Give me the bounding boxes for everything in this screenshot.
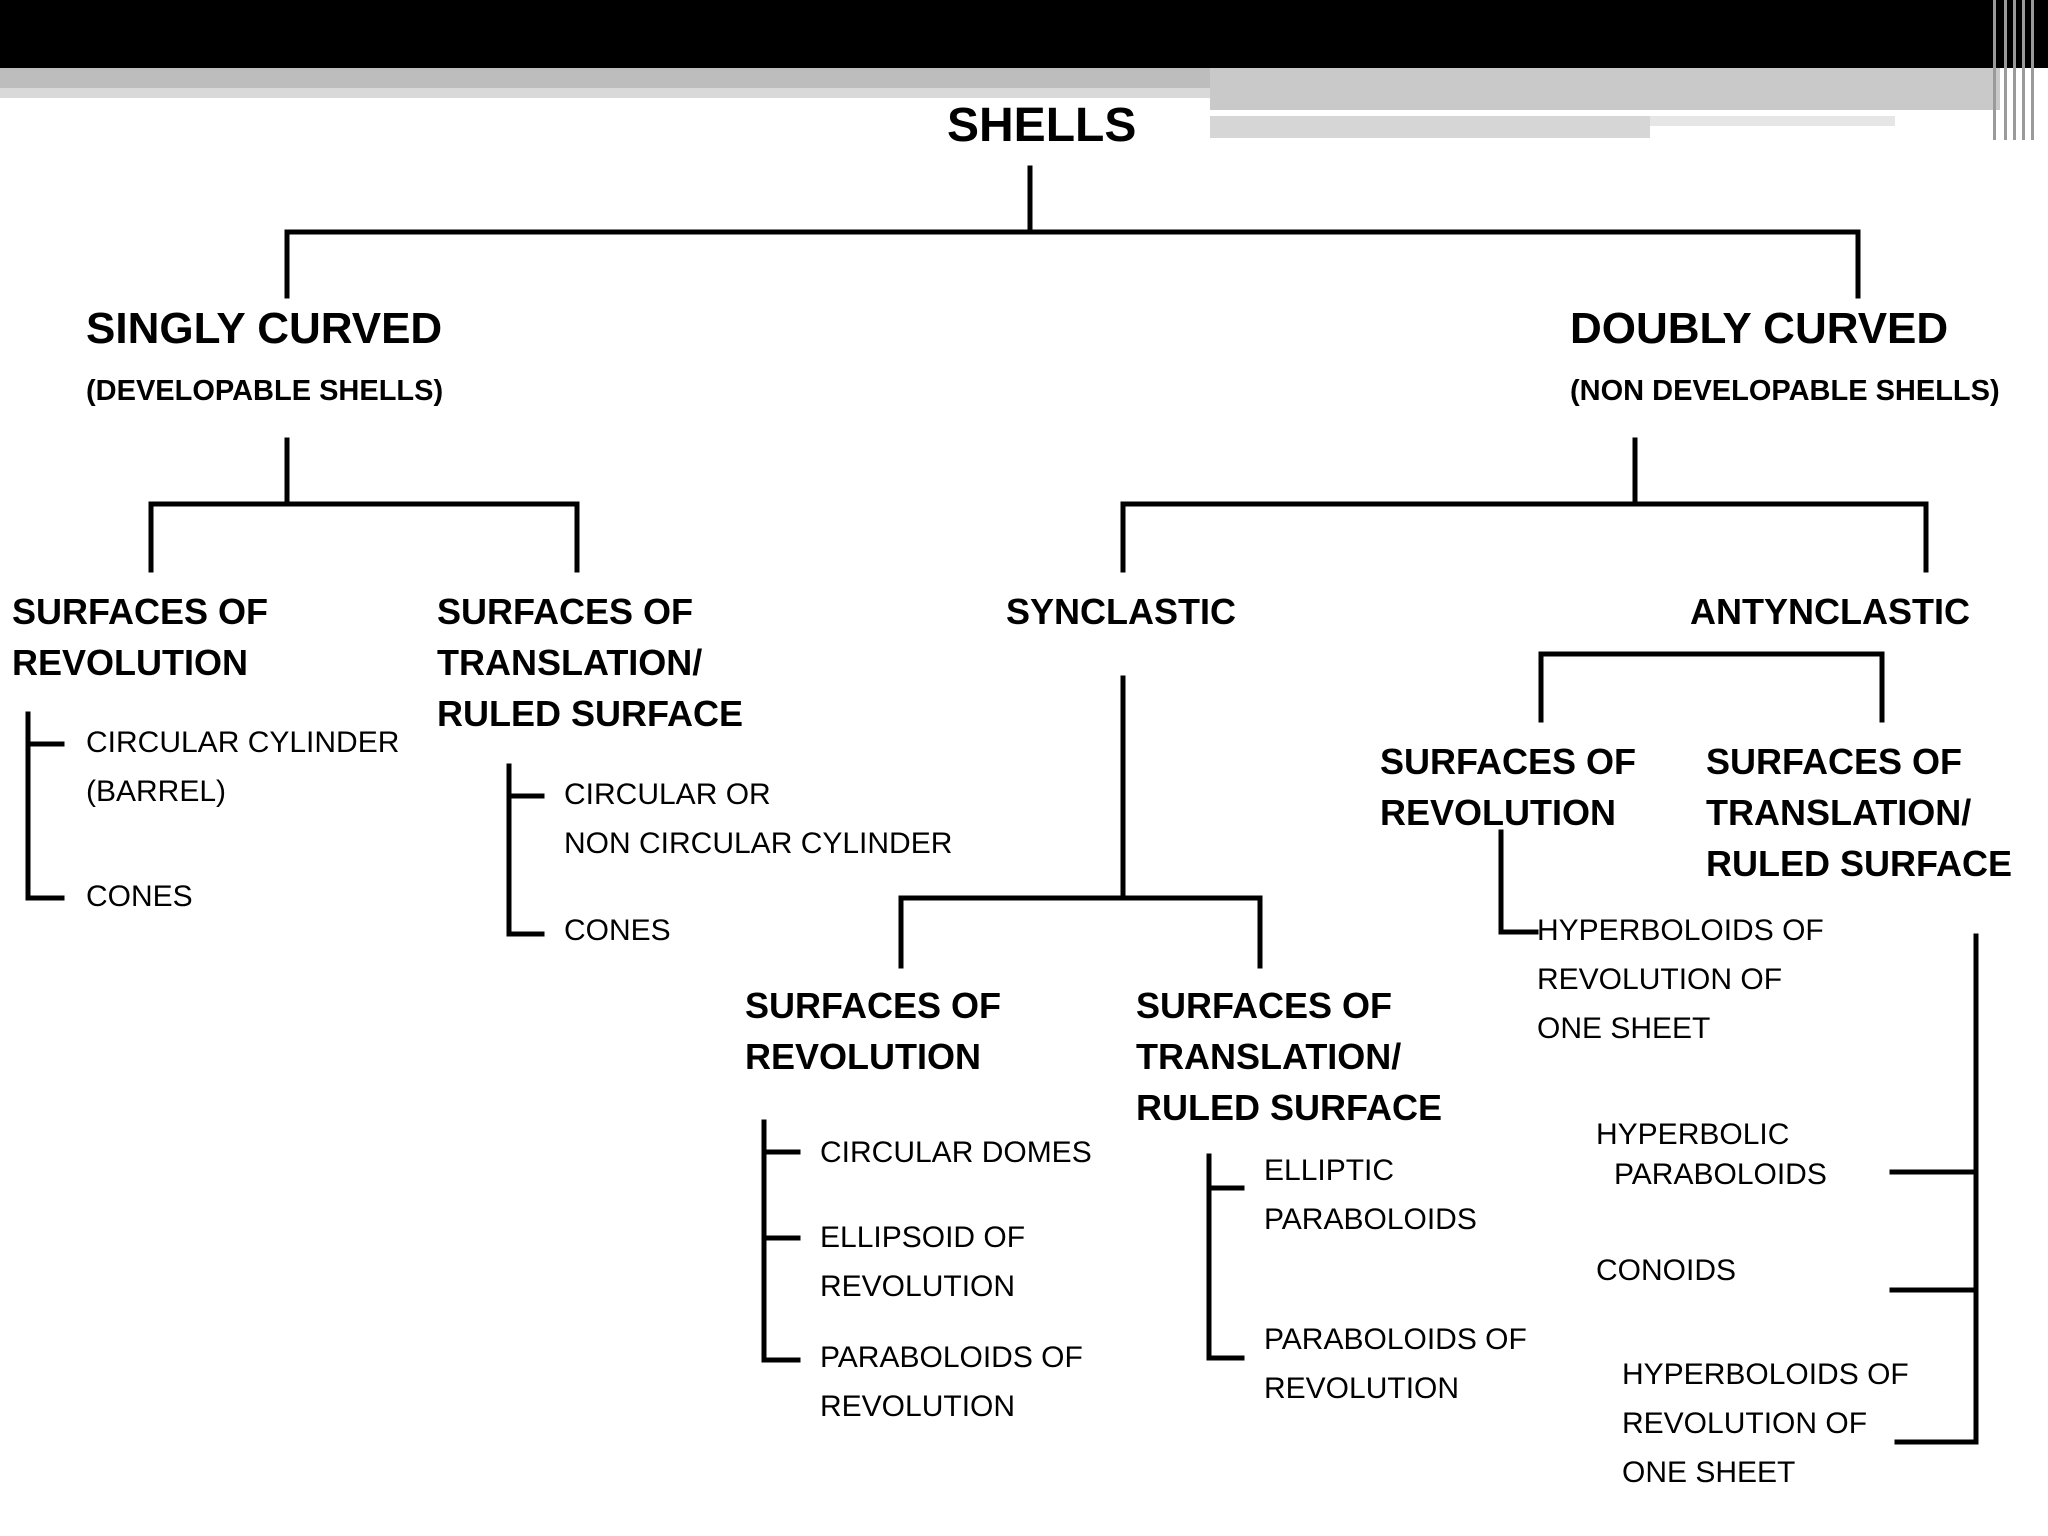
bracket-singly-translation xyxy=(506,763,545,937)
list-item: HYPERBOLOIDS OF xyxy=(1537,914,1824,947)
bracket-singly-revolution xyxy=(25,711,65,901)
list-item: HYPERBOLIC xyxy=(1596,1118,1790,1151)
connector-antynclastic xyxy=(1538,651,1885,723)
doubly-curved-subtitle: (NON DEVELOPABLE SHELLS) xyxy=(1570,375,2000,407)
header-stripe xyxy=(1210,116,1650,138)
slide-edge-stripe xyxy=(2013,0,2016,140)
list-item: ONE SHEET xyxy=(1622,1456,1796,1489)
antynclastic-heading: ANTYNCLASTIC xyxy=(1690,591,1970,632)
slide-edge-stripe xyxy=(1993,0,1996,140)
antynclastic-revolution-heading: SURFACES OF REVOLUTION xyxy=(1380,741,1637,833)
bracket-synclastic-translation xyxy=(1206,1153,1245,1361)
list-item: PARABOLOIDS OF xyxy=(820,1341,1083,1374)
list-item: HYPERBOLOIDS OF xyxy=(1622,1358,1909,1391)
bracket-antynclastic-translation xyxy=(1889,933,1979,1445)
list-item: CONES xyxy=(86,880,193,913)
list-item: PARABOLOIDS xyxy=(1614,1158,1827,1191)
header-stripe xyxy=(1650,116,1895,126)
list-item: ELLIPSOID OF xyxy=(820,1221,1026,1254)
synclastic-revolution-heading: SURFACES OF REVOLUTION xyxy=(745,985,1002,1077)
root-node: SHELLS xyxy=(947,99,1137,152)
slide-edge-stripe xyxy=(2022,0,2025,140)
connector-synclastic xyxy=(898,675,1263,969)
list-item: REVOLUTION xyxy=(820,1270,1016,1303)
list-item: CIRCULAR DOMES xyxy=(820,1136,1092,1169)
list-item: PARABOLOIDS OF xyxy=(1264,1323,1527,1356)
connector-singly xyxy=(148,437,580,573)
list-item: ONE SHEET xyxy=(1537,1012,1711,1045)
connector-root xyxy=(284,165,1861,299)
list-item: CIRCULAR OR xyxy=(564,778,771,811)
header-stripe xyxy=(0,88,1210,98)
doubly-curved-title: DOUBLY CURVED xyxy=(1570,304,1949,353)
list-item: REVOLUTION OF xyxy=(1622,1407,1868,1440)
synclastic-heading: SYNCLASTIC xyxy=(1006,591,1237,632)
header-stripe xyxy=(0,68,1210,88)
list-item: ELLIPTIC xyxy=(1264,1154,1395,1187)
singly-curved-title: SINGLY CURVED xyxy=(86,304,443,353)
list-item: (BARREL) xyxy=(86,775,227,808)
list-item: CONOIDS xyxy=(1596,1254,1737,1287)
singly-revolution-heading: SURFACES OF REVOLUTION xyxy=(12,591,269,683)
slide-edge-stripe xyxy=(2031,0,2034,140)
list-item: NON CIRCULAR CYLINDER xyxy=(564,827,953,860)
synclastic-translation-heading: SURFACES OF TRANSLATION/ RULED SURFACE xyxy=(1136,985,1443,1128)
singly-curved-subtitle: (DEVELOPABLE SHELLS) xyxy=(86,375,444,407)
list-item: PARABOLOIDS xyxy=(1264,1203,1477,1236)
bracket-antynclastic-revolution xyxy=(1498,829,1539,935)
slide-edge-stripe xyxy=(2004,0,2007,140)
list-item: REVOLUTION OF xyxy=(1537,963,1783,996)
list-item: CIRCULAR CYLINDER xyxy=(86,726,400,759)
list-item: REVOLUTION xyxy=(1264,1372,1460,1405)
singly-translation-heading: SURFACES OF TRANSLATION/ RULED SURFACE xyxy=(437,591,744,734)
slide-header-bar xyxy=(0,0,2048,68)
antynclastic-translation-heading: SURFACES OF TRANSLATION/ RULED SURFACE xyxy=(1706,741,2013,884)
header-stripe xyxy=(1210,68,2000,110)
list-item: REVOLUTION xyxy=(820,1390,1016,1423)
bracket-synclastic-revolution xyxy=(761,1119,801,1363)
list-item: CONES xyxy=(564,914,671,947)
connector-doubly xyxy=(1120,437,1929,573)
